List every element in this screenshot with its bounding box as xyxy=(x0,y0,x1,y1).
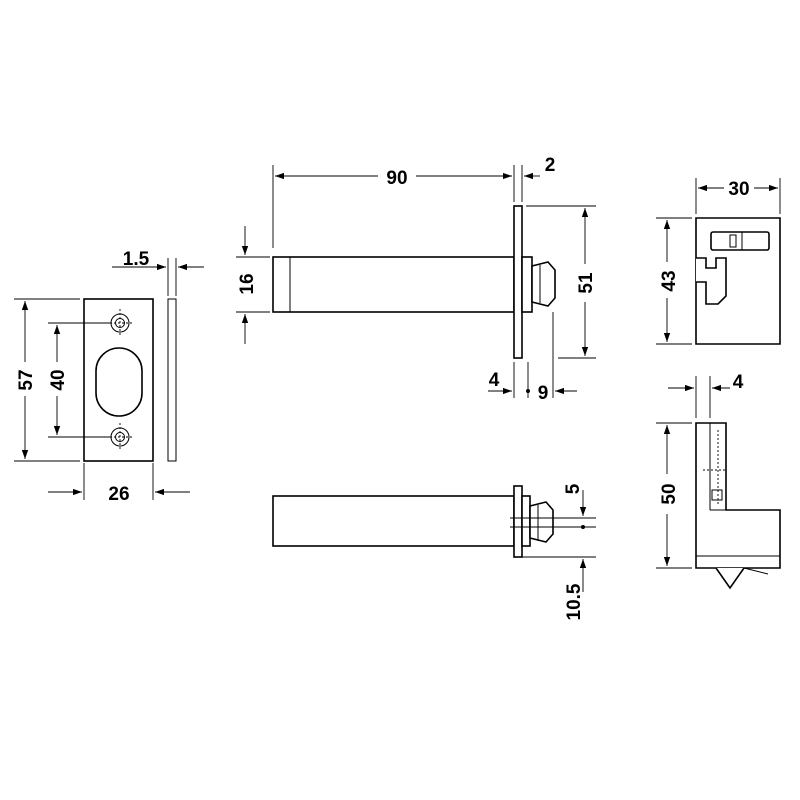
dimension-label-1-5: 1.5 xyxy=(123,249,150,270)
housing-latch xyxy=(715,567,745,590)
bolt-side-view: 90 2 16 51 4 9 xyxy=(236,155,597,404)
bolt-body xyxy=(272,256,515,313)
housing-side-body xyxy=(695,422,781,569)
housing-slot xyxy=(710,231,770,251)
housing-notch xyxy=(696,257,727,305)
dimension-label-9: 9 xyxy=(538,383,549,404)
dimension-label-side-4: 4 xyxy=(733,372,744,393)
dimension-label-90: 90 xyxy=(386,168,407,189)
bolt-body-lower xyxy=(272,495,515,547)
dimension-label-50: 50 xyxy=(659,483,680,504)
dimension-label-16: 16 xyxy=(237,273,258,294)
dimension-label-4: 4 xyxy=(489,370,500,391)
dimension-label-5: 5 xyxy=(563,483,584,494)
bolt-flange xyxy=(513,205,523,359)
dimension-label-26: 26 xyxy=(108,484,129,505)
strike-plate-edge xyxy=(167,298,177,462)
bolt-collar-lower xyxy=(521,495,531,547)
dimension-label-51: 51 xyxy=(576,272,597,294)
strike-plate-view: 57 40 26 1.5 xyxy=(14,249,204,505)
bolt-tip-lower xyxy=(529,501,554,543)
bolt-flange-lower xyxy=(513,485,523,558)
strike-bolt-slot xyxy=(95,347,143,417)
dimension-label-2: 2 xyxy=(545,155,556,176)
housing-side-view: 4 50 xyxy=(656,372,781,590)
dimension-label-30: 30 xyxy=(728,179,749,200)
bolt-top-view: 5 10.5 xyxy=(272,483,596,620)
bolt-tip xyxy=(531,261,556,307)
dimension-label-40: 40 xyxy=(48,369,69,390)
dimension-label-57: 57 xyxy=(16,369,37,390)
dimension-label-43: 43 xyxy=(659,270,680,291)
bolt-collar xyxy=(521,256,533,313)
dimension-label-10-5: 10.5 xyxy=(564,583,585,620)
housing-front-view: 30 43 xyxy=(656,178,781,345)
